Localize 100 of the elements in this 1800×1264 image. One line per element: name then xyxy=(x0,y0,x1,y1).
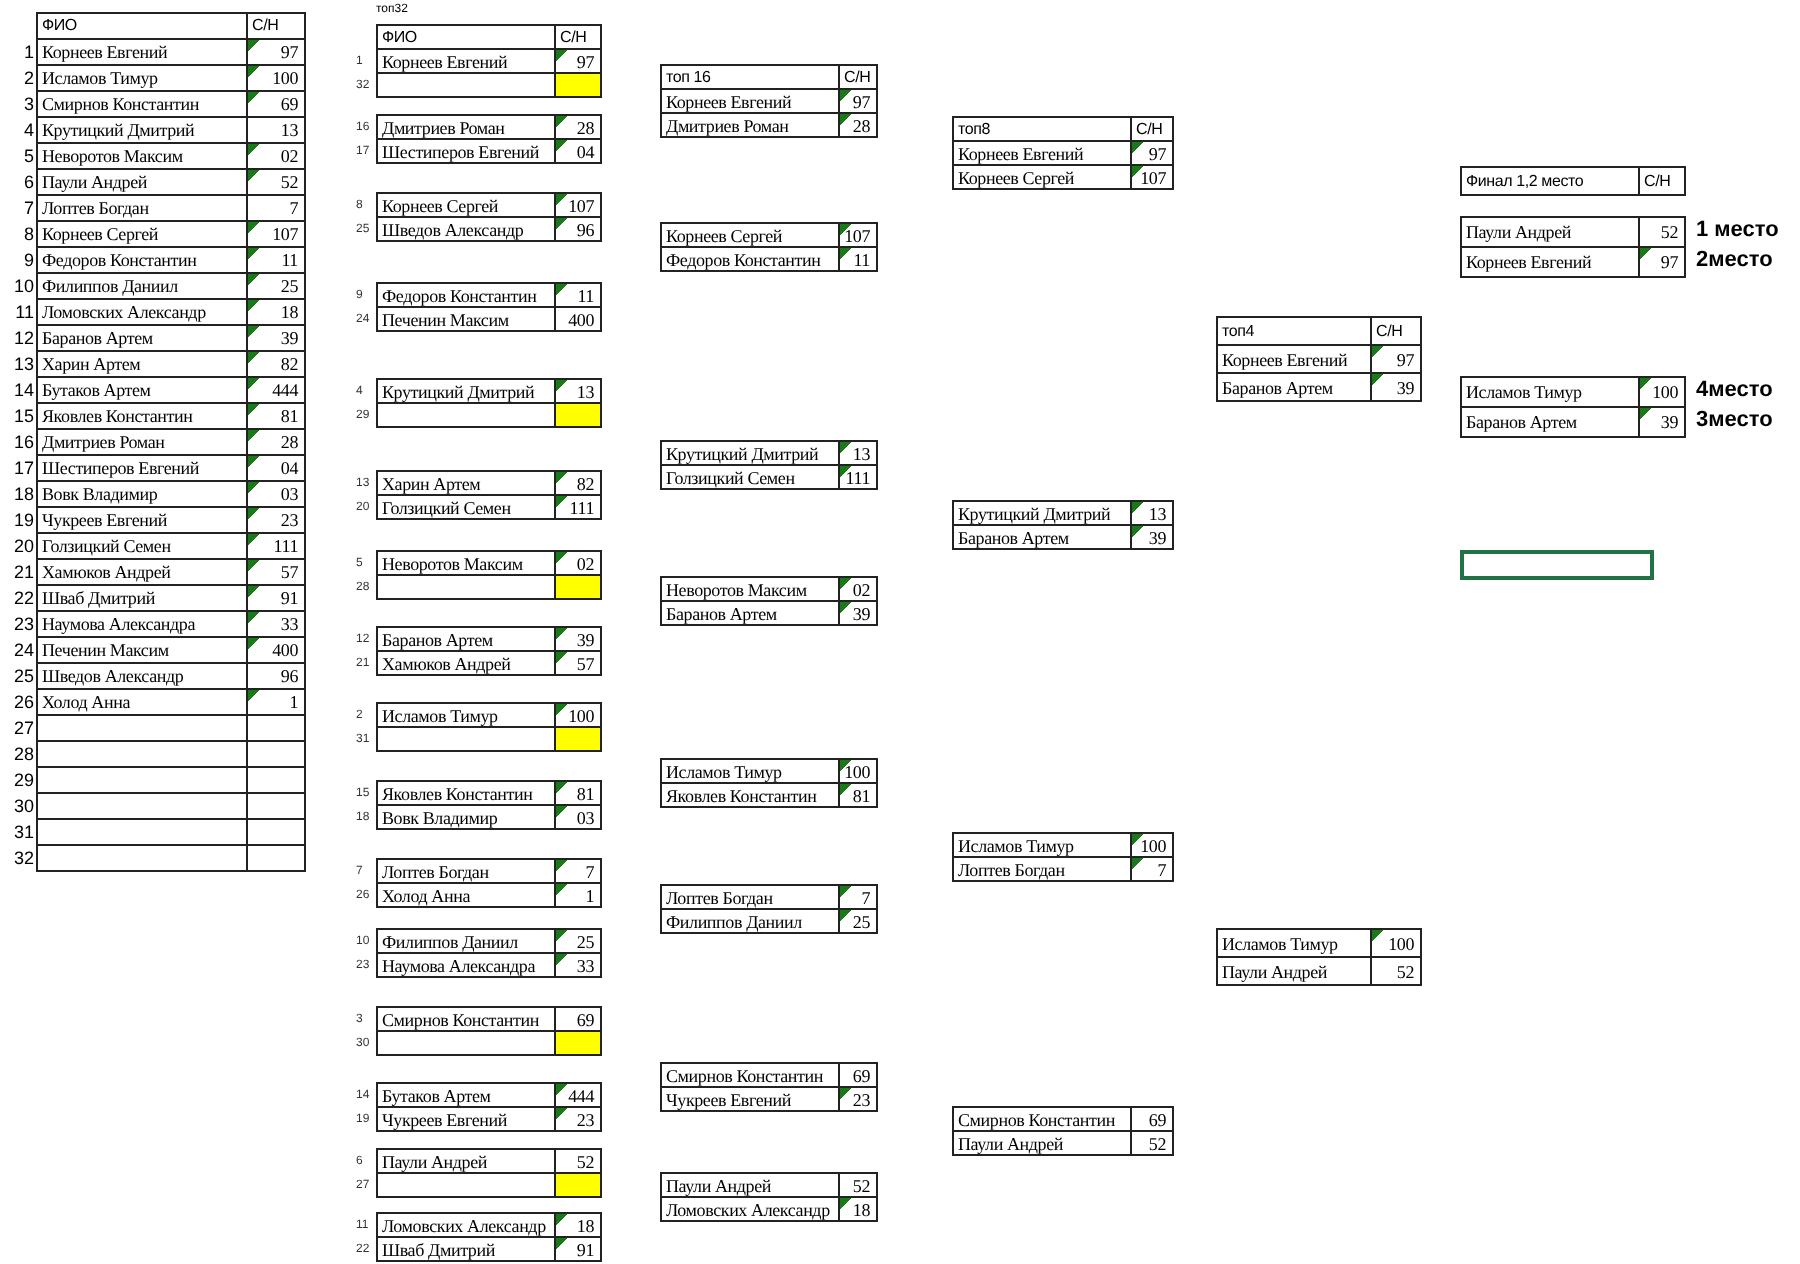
row-number: 21 xyxy=(11,562,34,582)
score-cell: 444 xyxy=(554,1082,602,1108)
row-number: 27 xyxy=(11,718,34,738)
row-number: 28 xyxy=(11,744,34,764)
score-cell: 39 xyxy=(1638,406,1686,438)
row-number: 8 xyxy=(21,224,34,244)
name-cell: Исламов Тимур xyxy=(1216,928,1372,958)
row-number: 20 xyxy=(11,536,34,556)
name-cell: Федоров Константин xyxy=(376,282,556,308)
score-cell: 107 xyxy=(246,220,306,247)
name-cell: Яковлев Константин xyxy=(660,782,840,808)
score-cell: 52 xyxy=(246,168,306,195)
name-cell: Исламов Тимур xyxy=(376,702,556,728)
score-cell: 02 xyxy=(838,576,878,602)
score-cell: 1 xyxy=(554,882,602,908)
score-cell: 23 xyxy=(246,506,306,533)
row-number: 18 xyxy=(11,484,34,504)
name-cell: Баранов Артем xyxy=(952,524,1132,550)
name-cell: Лоптев Богдан xyxy=(376,858,556,884)
name-cell: Шведов Александр xyxy=(376,216,556,242)
name-cell: Ломовских Александр xyxy=(376,1212,556,1238)
score-cell: 25 xyxy=(554,928,602,954)
name-cell: Дмитриев Роман xyxy=(660,112,840,138)
name-cell: Корнеев Евгений xyxy=(1460,246,1640,278)
name-cell: Паули Андрей xyxy=(1216,956,1372,986)
row-number: 32 xyxy=(11,848,34,868)
name-cell: Наумова Александра xyxy=(376,952,556,978)
score-cell: 400 xyxy=(554,306,602,332)
name-cell: Крутицкий Дмитрий xyxy=(952,500,1132,526)
score-cell: 111 xyxy=(246,532,306,559)
score-cell: 400 xyxy=(246,636,306,663)
score-cell: 91 xyxy=(246,584,306,611)
name-cell: Чукреев Евгений xyxy=(376,1106,556,1132)
row-number: 10 xyxy=(11,276,34,296)
score-cell: 69 xyxy=(838,1062,878,1088)
row-number: 29 xyxy=(11,770,34,790)
score-cell: 69 xyxy=(1130,1106,1174,1132)
score-cell: 39 xyxy=(1130,524,1174,550)
name-cell: Шестиперов Евгений xyxy=(376,138,556,164)
header-cell: С/Н xyxy=(1370,316,1422,346)
score-cell: 107 xyxy=(554,192,602,218)
score-cell: 100 xyxy=(1638,376,1686,408)
place-label: 3место xyxy=(1696,408,1773,432)
score-cell: 11 xyxy=(246,246,306,273)
name-cell: Чукреев Евгений xyxy=(660,1086,840,1112)
score-cell: 23 xyxy=(838,1086,878,1112)
name-cell: Вовк Владимир xyxy=(376,804,556,830)
score-cell: 33 xyxy=(246,610,306,637)
score-cell: 28 xyxy=(554,114,602,140)
header-cell: топ8 xyxy=(952,116,1132,142)
row-number: 11 xyxy=(13,302,34,322)
score-cell: 107 xyxy=(1130,164,1174,190)
name-cell: Филиппов Даниил xyxy=(376,928,556,954)
score-cell: 02 xyxy=(246,142,306,169)
score-cell: 97 xyxy=(1130,140,1174,166)
score-cell: 1 xyxy=(246,688,306,715)
score-cell: 11 xyxy=(838,246,878,272)
score-cell: 82 xyxy=(246,350,306,377)
name-cell: Крутицкий Дмитрий xyxy=(376,378,556,404)
header-cell: ФИО xyxy=(36,12,248,39)
row-number: 31 xyxy=(11,822,34,842)
name-cell: Голзицкий Семен xyxy=(660,464,840,490)
score-cell: 28 xyxy=(246,428,306,455)
score-cell: 23 xyxy=(554,1106,602,1132)
header-cell: С/Н xyxy=(554,24,602,50)
score-cell: 100 xyxy=(554,702,602,728)
score-cell: 25 xyxy=(246,272,306,299)
header-cell: топ4 xyxy=(1216,316,1372,346)
name-cell: Неворотов Максим xyxy=(376,550,556,576)
score-cell: 69 xyxy=(554,1006,602,1032)
score-cell: 04 xyxy=(246,454,306,481)
score-cell: 7 xyxy=(1130,856,1174,882)
row-number: 25 xyxy=(11,666,34,686)
score-cell: 39 xyxy=(1370,372,1422,402)
name-cell: Ломовских Александр xyxy=(660,1196,840,1222)
score-cell: 97 xyxy=(1370,344,1422,374)
score-cell: 82 xyxy=(554,470,602,496)
name-cell: Крутицкий Дмитрий xyxy=(660,440,840,466)
row-number: 13 xyxy=(11,354,34,374)
name-cell: Корнеев Сергей xyxy=(952,164,1132,190)
name-cell: Лоптев Богдан xyxy=(952,856,1132,882)
score-cell: 107 xyxy=(838,222,878,248)
name-cell: Федоров Константин xyxy=(660,246,840,272)
name-cell: Паули Андрей xyxy=(660,1172,840,1198)
score-cell: 100 xyxy=(246,64,306,91)
score-cell: 04 xyxy=(554,138,602,164)
row-number: 3 xyxy=(21,94,34,114)
score-cell: 97 xyxy=(838,88,878,114)
name-cell: Смирнов Константин xyxy=(952,1106,1132,1132)
score-cell: 52 xyxy=(1370,956,1422,986)
name-cell: Дмитриев Роман xyxy=(376,114,556,140)
header-cell: С/Н xyxy=(838,64,878,90)
row-number: 17 xyxy=(11,458,34,478)
score-cell: 33 xyxy=(554,952,602,978)
name-cell: Хамюков Андрей xyxy=(376,650,556,676)
name-cell: Смирнов Константин xyxy=(660,1062,840,1088)
row-number: 19 xyxy=(11,510,34,530)
name-cell: Паули Андрей xyxy=(952,1130,1132,1156)
score-cell: 13 xyxy=(1130,500,1174,526)
score-cell: 57 xyxy=(246,558,306,585)
